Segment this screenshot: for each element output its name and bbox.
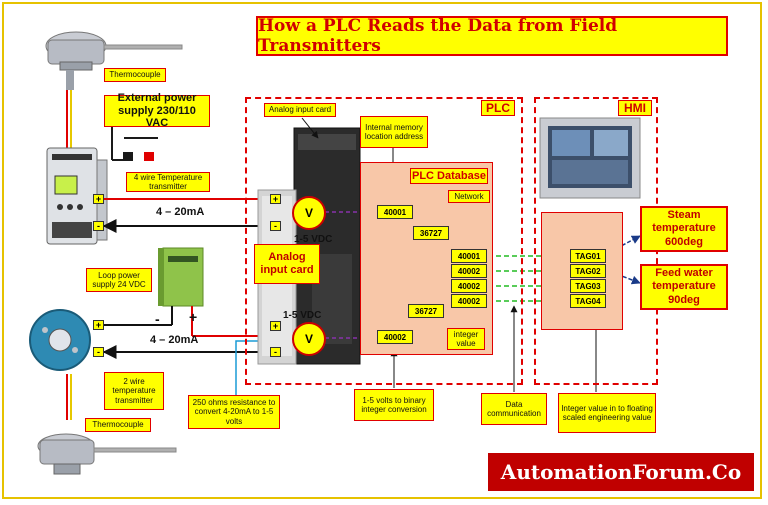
- brand-logo: AutomationForum.Co: [488, 453, 754, 491]
- thermocouple-label-bottom: Thermocouple: [85, 418, 151, 432]
- terminal-minus-card-top: -: [270, 221, 281, 231]
- loop-power-label: Loop power supply 24 VDC: [86, 268, 152, 292]
- plc-section-label: PLC: [481, 100, 515, 116]
- database-register-2: 40002: [451, 264, 487, 278]
- register-input-bottom: 40002: [377, 330, 413, 344]
- analog-input-card-tag: Analog input card: [264, 103, 336, 117]
- steam-temperature-result: Steam temperature 600deg: [640, 206, 728, 252]
- hmi-tag-3: TAG03: [570, 279, 606, 293]
- external-power-label: External power supply 230/110 VAC: [104, 92, 210, 129]
- terminal-plus-4wire: +: [93, 194, 104, 204]
- plc-section: [245, 97, 523, 385]
- vdc-label-top: 1-5 VDC: [294, 234, 333, 245]
- terminal-plus-2wire: +: [93, 320, 104, 330]
- two-wire-label: 2 wire temperature transmitter: [104, 372, 164, 410]
- terminal-plus-card-bottom: +: [270, 321, 281, 331]
- data-communication-label: Data communication: [481, 393, 547, 425]
- register-input-top: 40001: [377, 205, 413, 219]
- thermocouple-head-top: [45, 31, 183, 90]
- terminal-minus-card-bottom: -: [270, 347, 281, 357]
- feed-water-temperature-result: Feed water temperature 90deg: [640, 264, 728, 310]
- terminal-plus-card-top: +: [270, 194, 281, 204]
- internal-memory-label: Internal memory location address: [360, 116, 428, 148]
- database-register-1: 40001: [451, 249, 487, 263]
- hmi-tag-1: TAG01: [570, 249, 606, 263]
- thermocouple-head-bottom: [37, 433, 177, 475]
- binary-conversion-label: 1-5 volts to binary integer conversion: [354, 389, 434, 421]
- register-value-bottom: 36727: [408, 304, 444, 318]
- loop-power-supply: [158, 247, 204, 307]
- analog-input-card-label: Analog input card: [254, 244, 320, 284]
- integer-value-label: integer value: [447, 328, 485, 350]
- integer-to-float-label: Integer value in to floating scaled engi…: [558, 393, 656, 433]
- loop-minus-sign: -: [155, 311, 160, 327]
- vdc-label-bottom: 1-5 VDC: [283, 310, 322, 321]
- current-label-bottom: 4 – 20mA: [150, 334, 199, 346]
- terminal-minus-4wire: -: [93, 221, 104, 231]
- voltmeter-bottom: V: [292, 322, 326, 356]
- four-wire-label: 4 wire Temperature transmitter: [126, 172, 210, 192]
- two-wire-transmitter: [29, 309, 91, 371]
- resistor-label: 250 ohms resistance to convert 4-20mA to…: [188, 395, 280, 429]
- hmi-panel: [539, 117, 641, 199]
- thermocouple-label-top: Thermocouple: [104, 68, 166, 82]
- network-label: Network: [448, 190, 490, 203]
- database-register-4: 40002: [451, 294, 487, 308]
- loop-plus-sign: +: [189, 309, 198, 325]
- outer-frame: [2, 2, 762, 499]
- database-register-3: 40002: [451, 279, 487, 293]
- terminal-minus-2wire: -: [93, 347, 104, 357]
- page-title: How a PLC Reads the Data from Field Tran…: [256, 16, 728, 56]
- register-value-top: 36727: [413, 226, 449, 240]
- hmi-tag-4: TAG04: [570, 294, 606, 308]
- hmi-section-label: HMI: [618, 100, 652, 116]
- hmi-tag-2: TAG02: [570, 264, 606, 278]
- current-label-top: 4 – 20mA: [156, 206, 205, 218]
- plc-database-label: PLC Database: [410, 168, 488, 184]
- voltmeter-top: V: [292, 196, 326, 230]
